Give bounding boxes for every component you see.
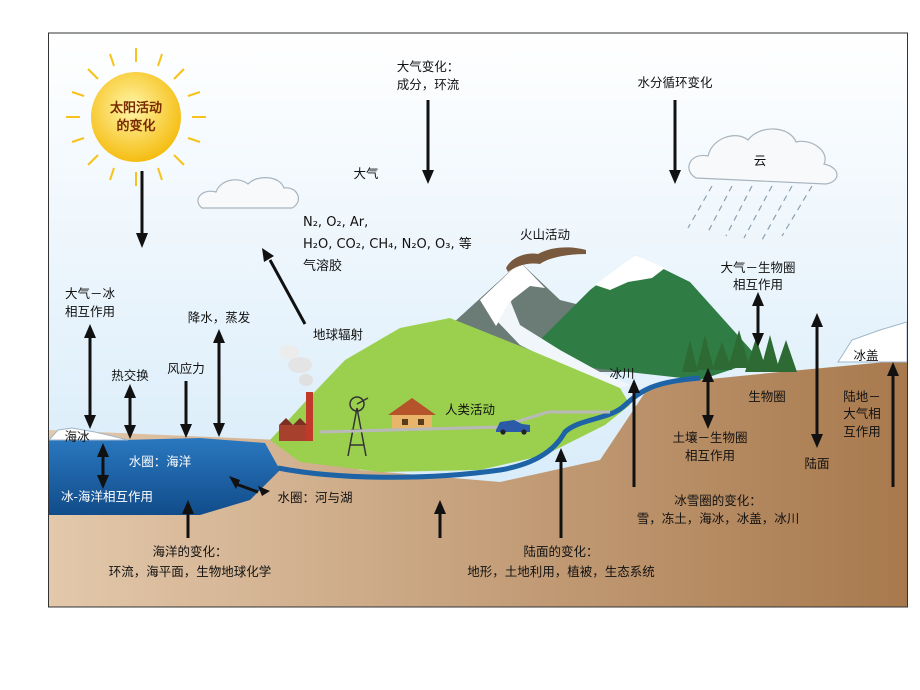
atm-ice-arrow [84, 324, 96, 429]
human-activity-label: 人类活动 [445, 402, 495, 417]
solar-arrow [136, 171, 148, 248]
wind-stress-label: 风应力 [167, 361, 205, 376]
precip-evap-arrow [213, 329, 225, 437]
house [388, 398, 436, 430]
ice-ocean-arrow [97, 443, 109, 489]
land-change-arrow [555, 448, 567, 538]
terrestrial-radiation-arrow [262, 248, 307, 325]
land-surface-label: 陆面 [804, 456, 829, 471]
soil-bio-line2: 相互作用 [685, 448, 735, 463]
atmosphere-change-line2: 成分，环流 [397, 77, 460, 92]
interaction-arrows [84, 100, 899, 538]
mountain-snow [480, 262, 545, 326]
terrestrial-radiation-label: 地球辐射 [313, 327, 363, 342]
atmosphere-change-line1: 大气变化： [397, 59, 460, 74]
water-cycle-label: 水分循环变化 [637, 75, 713, 90]
road [319, 410, 610, 434]
cloud-label: 云 [754, 153, 767, 168]
cryosphere-change-line2: 雪，冻土，海冰，冰盖，冰川 [637, 511, 800, 526]
land-atm-line1: 陆地－ [843, 389, 881, 404]
land-small-arrow [434, 500, 446, 538]
land-change-line1: 陆面的变化： [523, 544, 598, 559]
atmosphere-label: 大气 [353, 166, 379, 181]
forest [682, 330, 797, 372]
sun-label-line1: 太阳活动 [109, 100, 162, 116]
atm-bio-line2: 相互作用 [733, 277, 783, 292]
composition-line1: N₂, O₂, Ar, [303, 215, 368, 230]
atmosphere-change-arrow [422, 100, 434, 184]
land-atm-line2: 大气相 [843, 406, 881, 421]
land-atm-arrow [887, 362, 899, 487]
rain [687, 185, 813, 241]
atm-ice-line2: 相互作用 [65, 304, 115, 319]
water-cycle-arrow [669, 100, 681, 184]
rivers-lakes-label: 水圈：河与湖 [277, 490, 352, 505]
ocean-change-arrow [182, 500, 194, 538]
land-atm-line3: 互作用 [843, 424, 881, 439]
soil-bio-line1: 土壤－生物圈 [672, 430, 747, 445]
river-arrow [229, 476, 270, 496]
atm-bio-arrow [752, 292, 764, 347]
volcano-smoke [506, 247, 586, 272]
cloud-small [197, 177, 300, 209]
cloud-large [688, 128, 838, 185]
soil-bio-arrow [702, 368, 714, 429]
wind-stress-arrow [180, 381, 192, 438]
glacier-flow [498, 300, 630, 390]
ocean [49, 438, 280, 515]
precip-evap-label: 降水，蒸发 [188, 310, 251, 325]
heat-exchange-label: 热交换 [111, 368, 149, 383]
glacier-label: 冰川 [609, 366, 634, 381]
ocean-change-line2: 环流，海平面，生物地球化学 [109, 564, 272, 579]
ice-sheet-label: 冰盖 [853, 348, 878, 363]
composition-line3: 气溶胶 [303, 258, 342, 274]
labels: 太阳活动 的变化 大气变化： 成分，环流 水分循环变化 云 大气 N₂, O₂,… [61, 59, 881, 579]
ground [49, 360, 907, 607]
cryosphere-change-line1: 冰雪圈的变化： [674, 493, 762, 508]
land-change-line2: 地形，土地利用，植被，生态系统 [467, 564, 655, 579]
mountain-green-snow [595, 255, 665, 290]
hydro-ocean-label: 水圈：海洋 [129, 454, 192, 469]
ice-ocean-label: 冰-海洋相互作用 [61, 489, 153, 504]
heat-exchange-arrow [124, 384, 136, 439]
car [496, 420, 530, 435]
biosphere-label: 生物圈 [748, 389, 786, 404]
mountain-green [520, 255, 760, 380]
diagram-frame [48, 32, 908, 608]
volcano-label: 火山活动 [520, 227, 570, 242]
glacier-arrow [628, 379, 640, 487]
sea-ice [49, 427, 129, 441]
atm-ice-line1: 大气－冰 [65, 286, 116, 301]
factory [279, 345, 313, 441]
atm-bio-line1: 大气－生物圈 [720, 260, 795, 275]
sun [66, 48, 206, 186]
composition-line2: H₂O, CO₂, CH₄, N₂O, O₃, 等 [303, 236, 472, 252]
ocean-change-line1: 海洋的变化： [152, 544, 227, 559]
green-hill [270, 318, 630, 472]
ice-sheet [837, 321, 907, 363]
land-surface-arrow [811, 313, 823, 448]
sea-ice-label: 海冰 [64, 429, 90, 444]
sun-label-line2: 的变化 [116, 118, 155, 134]
